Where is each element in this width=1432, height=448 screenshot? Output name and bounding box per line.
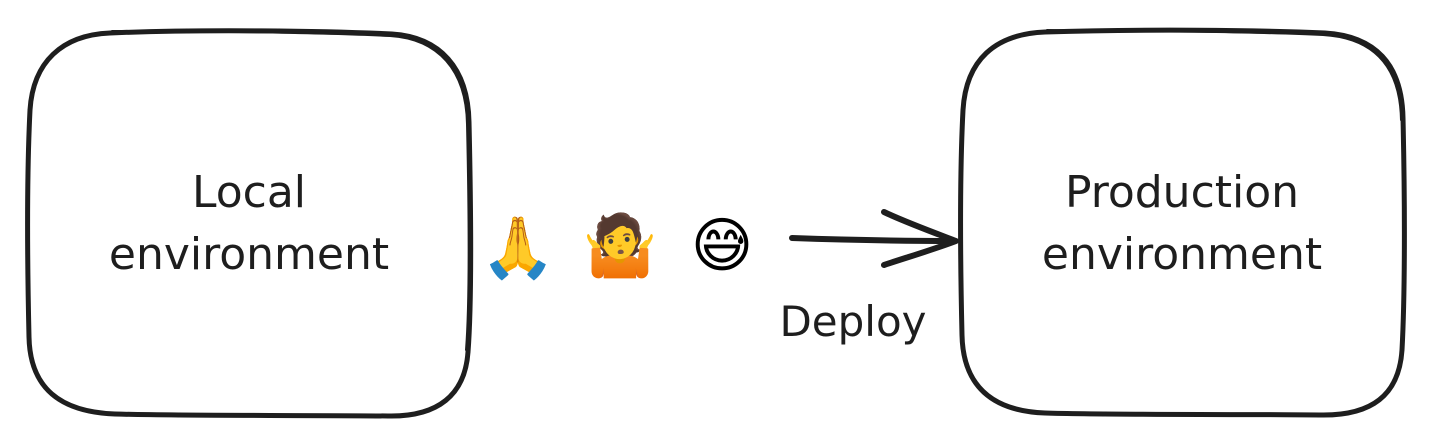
deploy-edge: Deploy bbox=[779, 209, 959, 346]
deploy-arrow-head bbox=[881, 209, 959, 268]
shrug-emoji-icon: 🤷 bbox=[583, 209, 658, 281]
local-environment-label-line2: environment bbox=[109, 229, 389, 280]
production-environment-label-line1: Production bbox=[1065, 167, 1299, 218]
production-environment-label-line2: environment bbox=[1042, 229, 1322, 280]
production-environment-box bbox=[958, 27, 1407, 418]
production-environment-node: Production environment bbox=[958, 27, 1407, 418]
production-environment-box-overstroke bbox=[1046, 29, 1402, 121]
deploy-arrow-shaft bbox=[789, 235, 958, 244]
pray-emoji-icon: 🙏 bbox=[481, 213, 556, 283]
sweat-smile-emoji-icon: 😅 bbox=[691, 211, 754, 281]
local-environment-box-overstroke bbox=[111, 30, 470, 351]
deploy-label: Deploy bbox=[779, 297, 926, 346]
local-environment-box bbox=[25, 28, 474, 419]
local-environment-node: Local environment bbox=[25, 28, 474, 419]
local-environment-label-line1: Local bbox=[192, 167, 306, 218]
